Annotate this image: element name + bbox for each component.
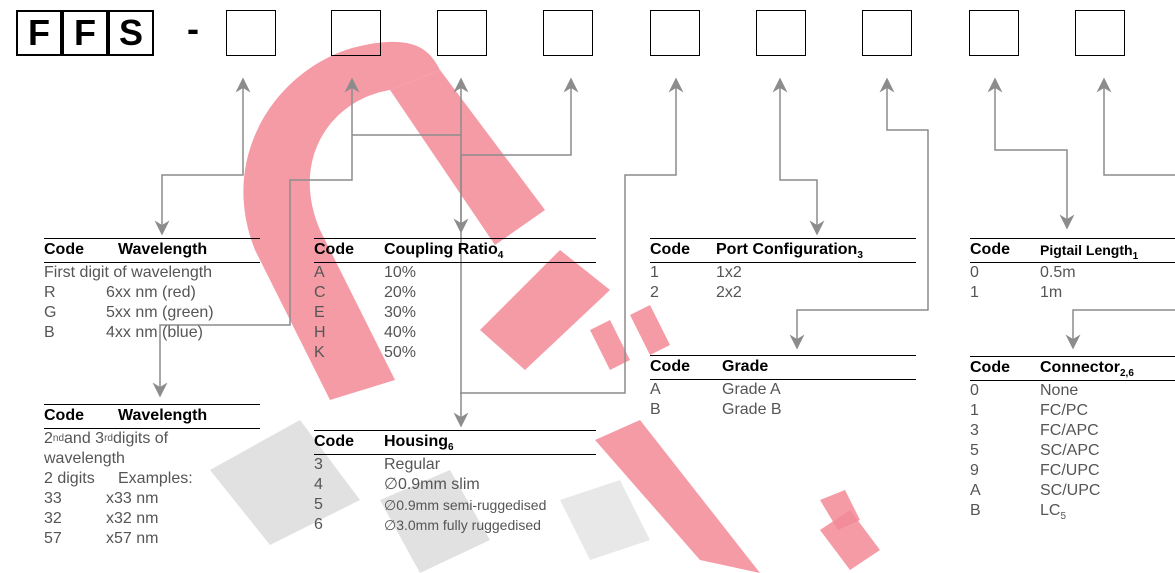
arrow-housing [453,77,579,428]
watermark-red-stroke [595,420,760,573]
table-header: Code Wavelength [44,238,260,263]
code-box-9 [1075,10,1125,56]
prefix-letter-3: S [108,10,154,56]
code-box-3 [437,10,487,56]
prefix-dash: - [187,8,199,49]
table-row: 6∅3.0mm fully ruggedised [314,516,541,533]
code-box-2 [331,10,381,56]
watermark-red-stroke-3 [630,305,670,355]
table-header: Code Wavelength [44,404,260,429]
arrow-wavelength-2 [152,77,360,398]
watermark-red-stroke-2 [590,320,630,370]
table-note: First digit of wavelength [44,264,213,281]
table-row: 5∅0.9mm semi-ruggedised [314,496,547,513]
arrow-connector [1096,77,1175,176]
arrow-port [460,77,684,394]
table-note-line2: wavelength [44,450,125,467]
table-header: Code Port Configuration3 [650,238,916,263]
watermark-gray-2 [380,470,490,573]
code-box-8 [969,10,1019,56]
code-box-1 [226,10,276,56]
code-box-4 [543,10,593,56]
table-header: Code Grade [650,355,916,380]
table-header: Code Connector2,6 [970,356,1175,381]
watermark-gray-3 [560,480,650,560]
table-header: Code Pigtail Length1 [970,238,1175,263]
watermark-red-stroke-5 [820,490,860,530]
table-row: 4∅0.9mm slim [314,476,480,493]
wavelength-first-digit-table: Code Wavelength First digit of wavelengt… [44,238,260,343]
code-box-7 [862,10,912,56]
table-header: Code Housing6 [314,430,596,455]
arrow-grade [789,77,929,350]
code-box-6 [756,10,806,56]
watermark-gray-1 [210,420,360,545]
code-box-5 [650,10,700,56]
arrow-connector-2 [1065,309,1175,350]
prefix-letter-1: F [16,10,62,56]
table-header: Code Coupling Ratio4 [314,238,596,263]
arrow-pigtail [987,77,1075,230]
prefix-letter-2: F [62,10,108,56]
